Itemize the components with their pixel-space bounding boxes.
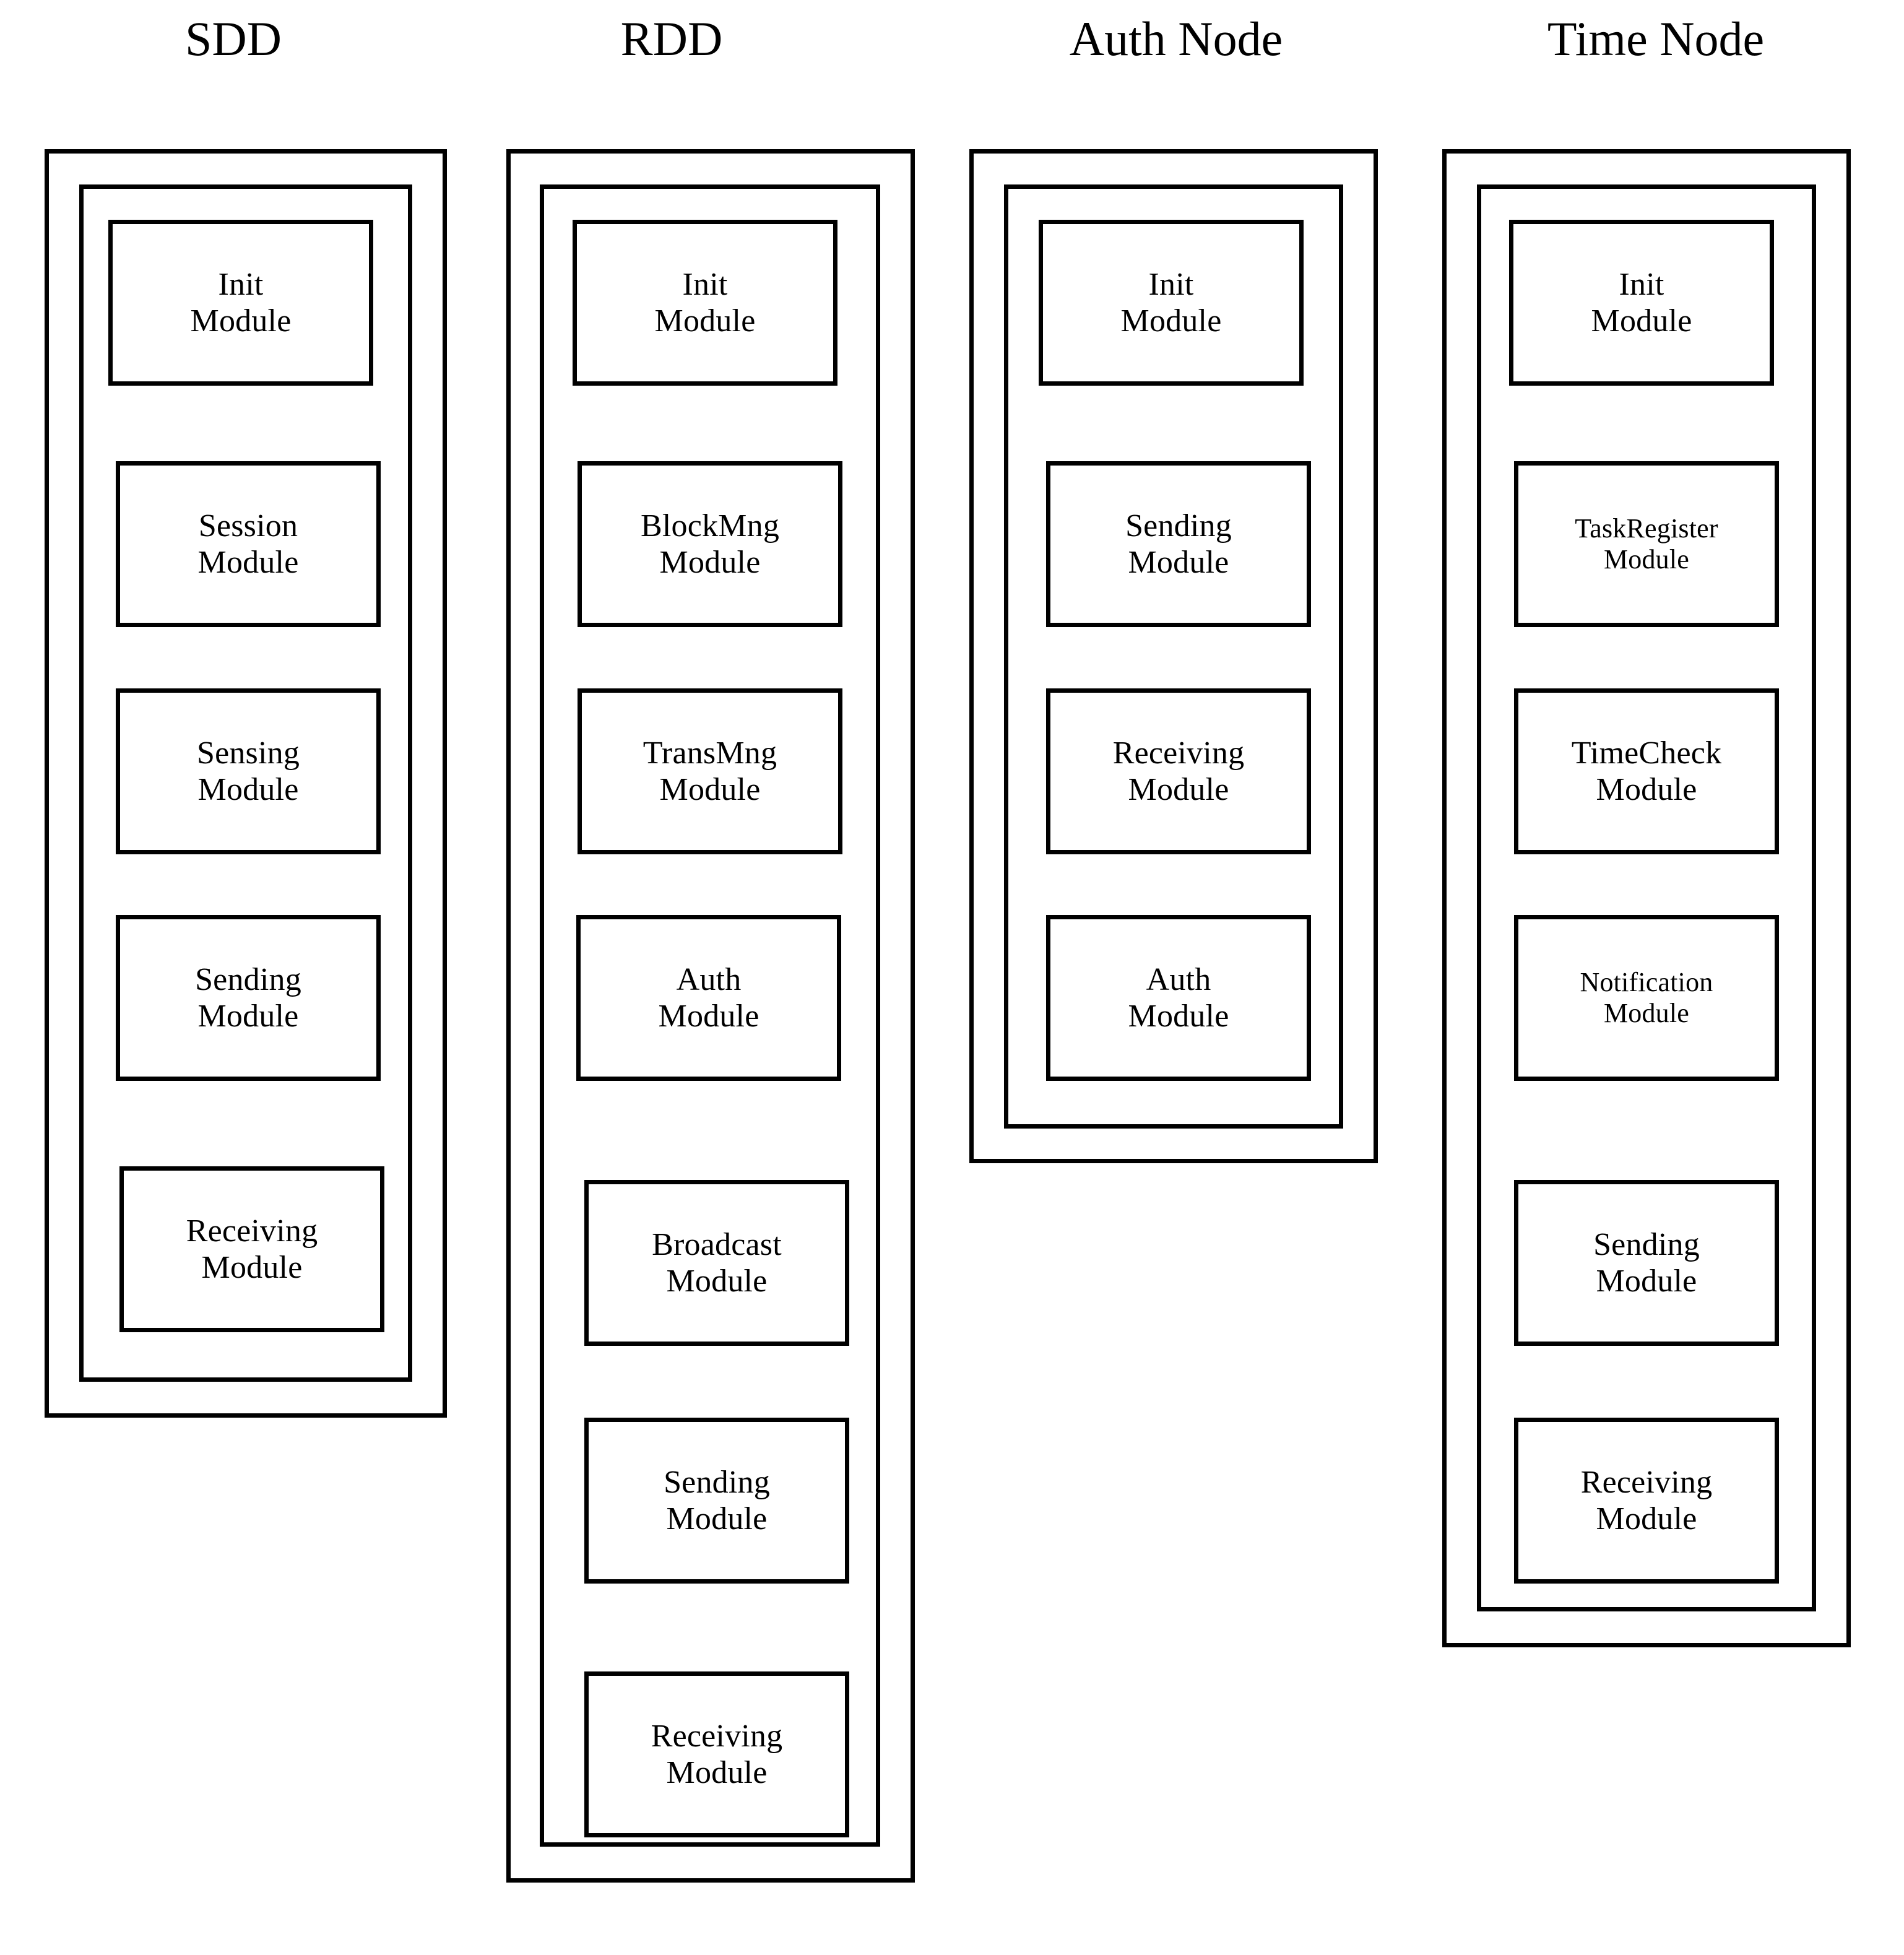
module-box-auth-node-receiving[interactable]: Receiving Module <box>1046 688 1311 854</box>
module-box-time-node-sending[interactable]: Sending Module <box>1514 1180 1779 1346</box>
module-box-rdd-blockmng[interactable]: BlockMng Module <box>578 461 842 627</box>
module-box-time-node-receiving[interactable]: Receiving Module <box>1514 1418 1779 1584</box>
module-box-rdd-auth[interactable]: Auth Module <box>576 915 841 1081</box>
module-label: Sending Module <box>1125 508 1232 580</box>
module-label: Receiving Module <box>1112 735 1245 807</box>
module-box-time-node-notification[interactable]: Notification Module <box>1514 915 1779 1081</box>
module-label: Auth Module <box>1128 961 1229 1034</box>
module-box-sdd-sending[interactable]: Sending Module <box>116 915 381 1081</box>
module-label: Sending Module <box>664 1464 770 1537</box>
module-label: Sensing Module <box>196 735 300 807</box>
module-box-rdd-transmng[interactable]: TransMng Module <box>578 688 842 854</box>
module-label: TransMng Module <box>643 735 777 807</box>
module-box-auth-node-auth[interactable]: Auth Module <box>1046 915 1311 1081</box>
module-label: Sending Module <box>195 961 301 1034</box>
module-box-time-node-taskregister[interactable]: TaskRegister Module <box>1514 461 1779 627</box>
module-label: Sending Module <box>1593 1226 1700 1299</box>
module-label: Broadcast Module <box>652 1226 782 1299</box>
module-label: Init Module <box>654 266 756 339</box>
module-box-rdd-init[interactable]: Init Module <box>573 220 837 386</box>
module-label: TimeCheck Module <box>1571 735 1722 807</box>
module-box-sdd-sensing[interactable]: Sensing Module <box>116 688 381 854</box>
column-title-auth-node: Auth Node <box>1069 12 1283 66</box>
module-label: Receiving Module <box>651 1718 783 1790</box>
column-title-rdd: RDD <box>620 12 723 66</box>
module-label: Init Module <box>190 266 292 339</box>
module-box-time-node-timecheck[interactable]: TimeCheck Module <box>1514 688 1779 854</box>
column-title-time-node: Time Node <box>1547 12 1765 66</box>
module-label: Init Module <box>1591 266 1692 339</box>
module-box-rdd-broadcast[interactable]: Broadcast Module <box>584 1180 849 1346</box>
module-label: BlockMng Module <box>640 508 780 580</box>
module-box-auth-node-init[interactable]: Init Module <box>1039 220 1304 386</box>
module-label: Notification Module <box>1580 966 1713 1028</box>
module-label: TaskRegister Module <box>1575 513 1718 574</box>
module-box-sdd-receiving[interactable]: Receiving Module <box>119 1166 384 1332</box>
module-box-auth-node-sending[interactable]: Sending Module <box>1046 461 1311 627</box>
inner-frame-time-node <box>1477 184 1816 1611</box>
module-box-rdd-sending[interactable]: Sending Module <box>584 1418 849 1584</box>
module-box-sdd-init[interactable]: Init Module <box>108 220 373 386</box>
module-label: Init Module <box>1120 266 1222 339</box>
module-box-rdd-receiving[interactable]: Receiving Module <box>584 1671 849 1837</box>
module-label: Receiving Module <box>186 1213 318 1285</box>
module-box-time-node-init[interactable]: Init Module <box>1509 220 1774 386</box>
module-box-sdd-session[interactable]: Session Module <box>116 461 381 627</box>
module-label: Auth Module <box>658 961 759 1034</box>
module-label: Receiving Module <box>1580 1464 1713 1537</box>
module-label: Session Module <box>197 508 299 580</box>
column-title-sdd: SDD <box>184 12 282 66</box>
